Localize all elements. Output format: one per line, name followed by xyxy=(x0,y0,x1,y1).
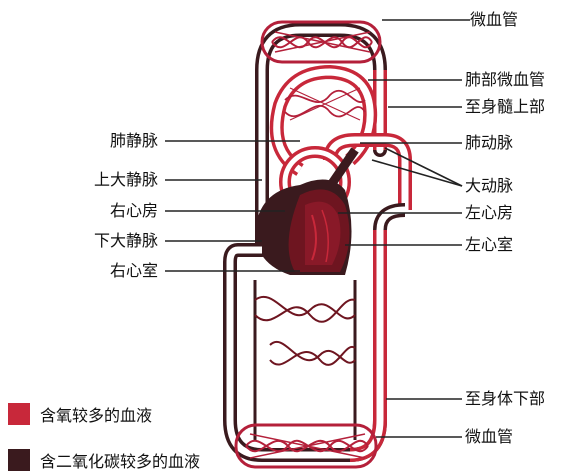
legend-swatch-oxygenated xyxy=(8,403,30,425)
label-pulmonary-artery: 肺动脉 xyxy=(465,133,513,153)
label-superior-vena-cava: 上大静脉 xyxy=(40,170,158,190)
label-capillary-bottom: 微血管 xyxy=(465,427,513,447)
label-left-ventricle: 左心室 xyxy=(465,235,513,255)
label-to-upper-body: 至身髓上部 xyxy=(465,97,545,117)
heart xyxy=(256,180,352,275)
label-right-ventricle: 右心室 xyxy=(40,261,158,281)
label-lung-capillary: 肺部微血管 xyxy=(465,70,545,90)
label-aorta: 大动脉 xyxy=(465,176,513,196)
label-left-atrium: 左心房 xyxy=(465,203,513,223)
legend-label-deoxygenated: 含二氧化碳较多的血液 xyxy=(40,448,200,472)
label-inferior-vena-cava: 下大静脉 xyxy=(40,231,158,251)
label-to-lower-body: 至身体下部 xyxy=(465,389,545,409)
legend-swatch-deoxygenated xyxy=(8,449,30,471)
label-right-atrium: 右心房 xyxy=(40,201,158,221)
label-capillary-top: 微血管 xyxy=(470,10,518,30)
label-pulmonary-vein: 肺静脉 xyxy=(40,131,158,151)
legend-item-oxygenated: 含氧较多的血液 xyxy=(8,402,152,426)
capillary-bed-middle xyxy=(255,297,355,365)
legend-label-oxygenated: 含氧较多的血液 xyxy=(40,402,152,426)
legend-item-deoxygenated: 含二氧化碳较多的血液 xyxy=(8,448,200,472)
